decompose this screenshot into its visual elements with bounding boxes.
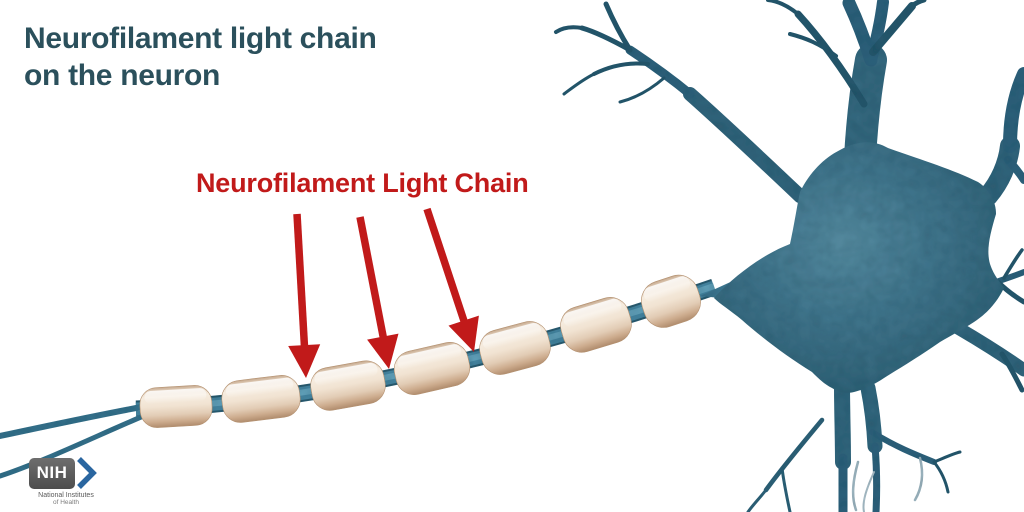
dendrite [978, 136, 1020, 206]
dendrite [871, 442, 881, 512]
annotation-label: Neurofilament Light Chain [196, 168, 529, 198]
dendrite [1003, 67, 1024, 153]
dendrite [999, 351, 1024, 393]
myelin-segment [641, 274, 701, 328]
dendrite [932, 460, 950, 494]
dendrite [554, 25, 584, 34]
dendrite [625, 45, 695, 99]
dendrite [603, 1, 633, 53]
dendrite [579, 25, 633, 53]
dendrite [909, 0, 927, 9]
soma [714, 142, 1004, 393]
nih-chevron-icon [77, 457, 97, 489]
myelin-segment [310, 360, 386, 411]
dendrite [932, 450, 962, 464]
dendrite [869, 2, 916, 56]
myelin-segment [479, 321, 551, 375]
nih-logo-row: NIH [29, 456, 103, 490]
dendrite [1004, 156, 1024, 184]
dendrite [592, 61, 650, 76]
dendrite [746, 488, 768, 512]
myelin-segment [221, 375, 301, 423]
myelin-segment [393, 342, 471, 395]
dendrite [618, 76, 666, 104]
dendrite [860, 380, 883, 454]
dendrite [995, 279, 1024, 305]
annotation-arrow [423, 207, 479, 352]
annotation-arrow [356, 216, 399, 369]
title-line-1: Neurofilament light chain [24, 22, 377, 55]
nih-org-name-line2: of Health [52, 499, 80, 506]
dendrite [913, 456, 924, 502]
nih-org-name-line1: National Institutes [38, 492, 94, 499]
dendrite [766, 0, 800, 16]
page-title: Neurofilament light chain on the neuron [24, 20, 544, 94]
dendrite [951, 321, 1024, 377]
nih-logo-mark: NIH [29, 457, 75, 489]
dendrite [834, 378, 851, 470]
nih-acronym: NIH [36, 463, 68, 482]
myelin-sheath [139, 274, 701, 428]
dendrite [763, 417, 825, 493]
dendrite [851, 460, 860, 512]
dendrite [862, 471, 875, 512]
dendrite [1002, 248, 1024, 280]
dendrite [788, 32, 838, 58]
nih-logo: NIH National Institutes of Health [29, 456, 103, 506]
title-line-2: on the neuron [24, 59, 221, 92]
dendrite [780, 466, 792, 512]
dendrite [869, 429, 937, 465]
annotation-arrows [288, 207, 479, 378]
dendrite [562, 72, 596, 96]
dendrite [683, 87, 807, 203]
myelin-segment [560, 297, 632, 353]
myelin-segment [139, 385, 213, 428]
annotation-arrow [288, 213, 321, 378]
